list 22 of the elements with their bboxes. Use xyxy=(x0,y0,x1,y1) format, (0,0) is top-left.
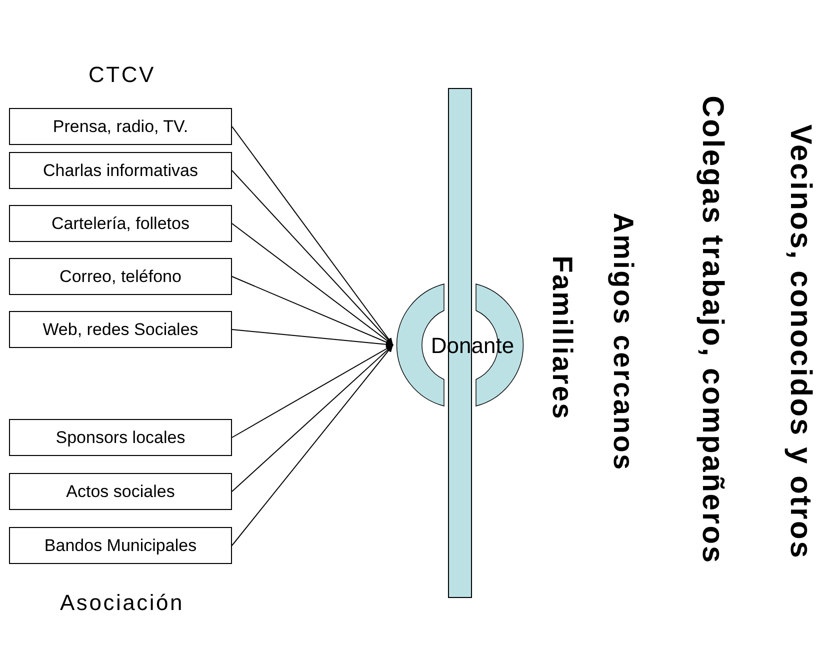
channel-box: Bandos Municipales xyxy=(9,527,232,564)
rotated-heading: Amigos cercanos xyxy=(609,212,637,472)
connector-line xyxy=(232,344,394,546)
rotated-heading: Colegas trabajo, compañeros xyxy=(697,96,727,564)
group-heading: CTCV xyxy=(88,64,156,86)
channel-box: Web, redes Sociales xyxy=(9,311,232,348)
channel-box: Charlas informativas xyxy=(9,152,232,189)
connector-line xyxy=(232,223,394,346)
connector-line xyxy=(232,276,394,346)
channel-box: Sponsors locales xyxy=(9,419,232,456)
channel-box: Correo, teléfono xyxy=(9,258,232,295)
rotated-heading: Vecinos, conocidos y otros xyxy=(785,124,815,560)
connector-line xyxy=(232,329,394,348)
channel-box: Actos sociales xyxy=(9,473,232,510)
channel-box: Prensa, radio, TV. xyxy=(9,108,232,145)
channel-box: Cartelería, folletos xyxy=(9,205,232,242)
connector-line xyxy=(232,170,394,346)
connector-line xyxy=(232,126,394,346)
group-heading: Asociación xyxy=(60,592,184,614)
rotated-heading: Familliares xyxy=(548,256,576,420)
connector-line xyxy=(232,344,394,438)
connector-line xyxy=(232,344,394,492)
